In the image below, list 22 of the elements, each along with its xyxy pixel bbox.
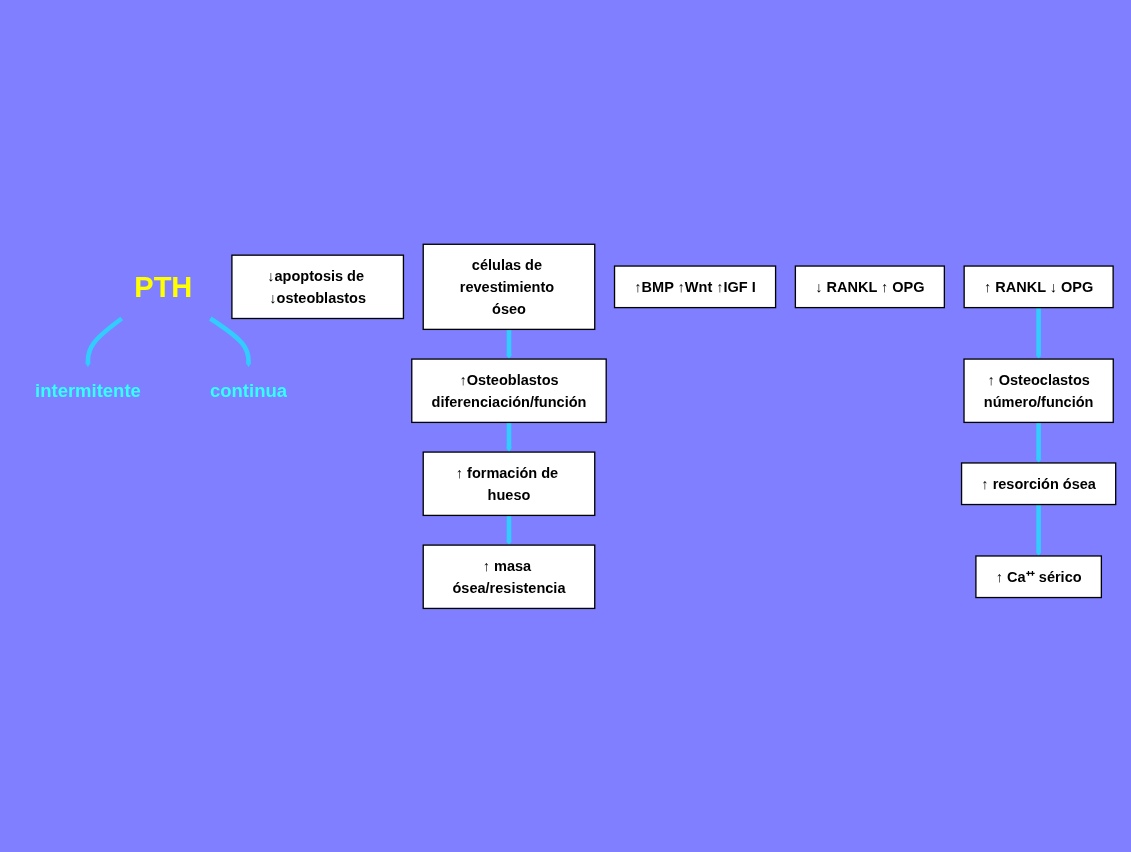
node-box: ↑ formación de hueso bbox=[422, 451, 596, 516]
arrow bbox=[506, 422, 512, 452]
node-box: ↓apoptosis de ↓osteoblastos bbox=[231, 254, 405, 319]
arrow bbox=[1035, 504, 1042, 556]
node-box: ↑Osteoblastos diferenciación/función bbox=[411, 358, 607, 423]
node-box: ↑ masa ósea/resistencia bbox=[422, 544, 596, 609]
node-box: ↑ RANKL ↓ OPG bbox=[963, 265, 1114, 308]
arrow bbox=[506, 515, 512, 545]
node-text: continua bbox=[210, 379, 287, 401]
arrow bbox=[1035, 307, 1042, 359]
arrow bbox=[85, 316, 124, 367]
arrow bbox=[506, 329, 512, 359]
node-box: ↑ Osteoclastos número/función bbox=[963, 358, 1114, 423]
arrow bbox=[209, 316, 252, 367]
node-box: ↓ RANKL ↑ OPG bbox=[794, 265, 945, 308]
node-box: ↑ Ca⁺⁺ sérico bbox=[975, 554, 1102, 598]
node-box: ↑ resorción ósea bbox=[960, 461, 1117, 505]
node-box: células de revestimiento óseo bbox=[422, 243, 596, 330]
arrow bbox=[1035, 422, 1042, 463]
node-text: intermitente bbox=[35, 379, 141, 401]
node-text: PTH bbox=[134, 269, 193, 303]
node-box: ↑BMP ↑Wnt ↑IGF I bbox=[613, 265, 777, 308]
